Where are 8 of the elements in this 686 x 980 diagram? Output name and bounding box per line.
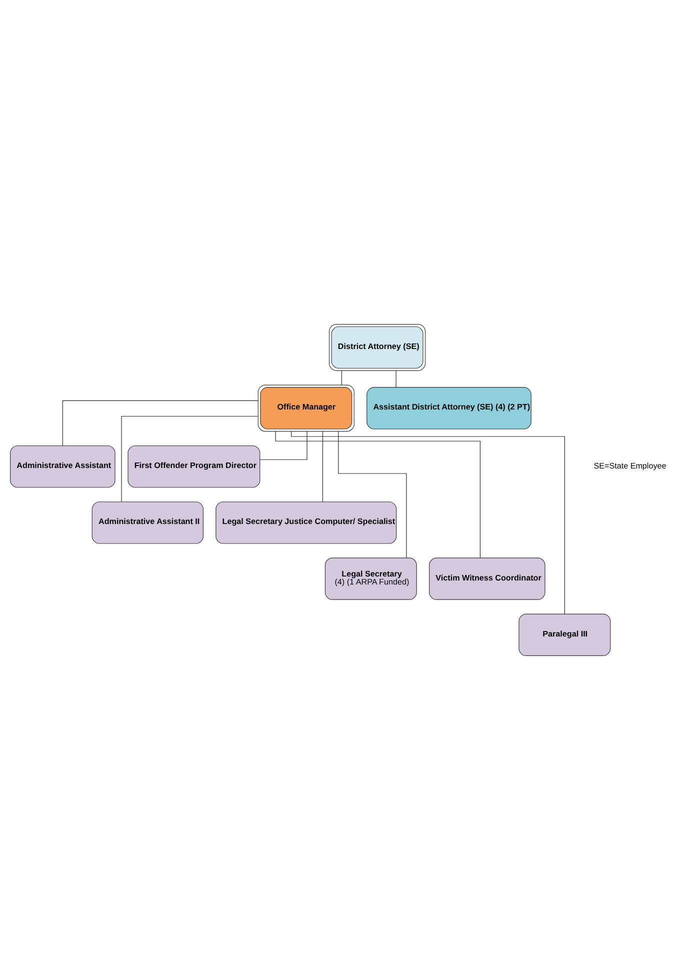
- connector: [121, 416, 258, 502]
- connector: [341, 370, 342, 386]
- connector: [62, 400, 258, 446]
- connector: [275, 431, 480, 558]
- connector: [338, 431, 407, 558]
- connector: [322, 431, 323, 502]
- connector: [260, 431, 308, 460]
- connector: [291, 431, 565, 614]
